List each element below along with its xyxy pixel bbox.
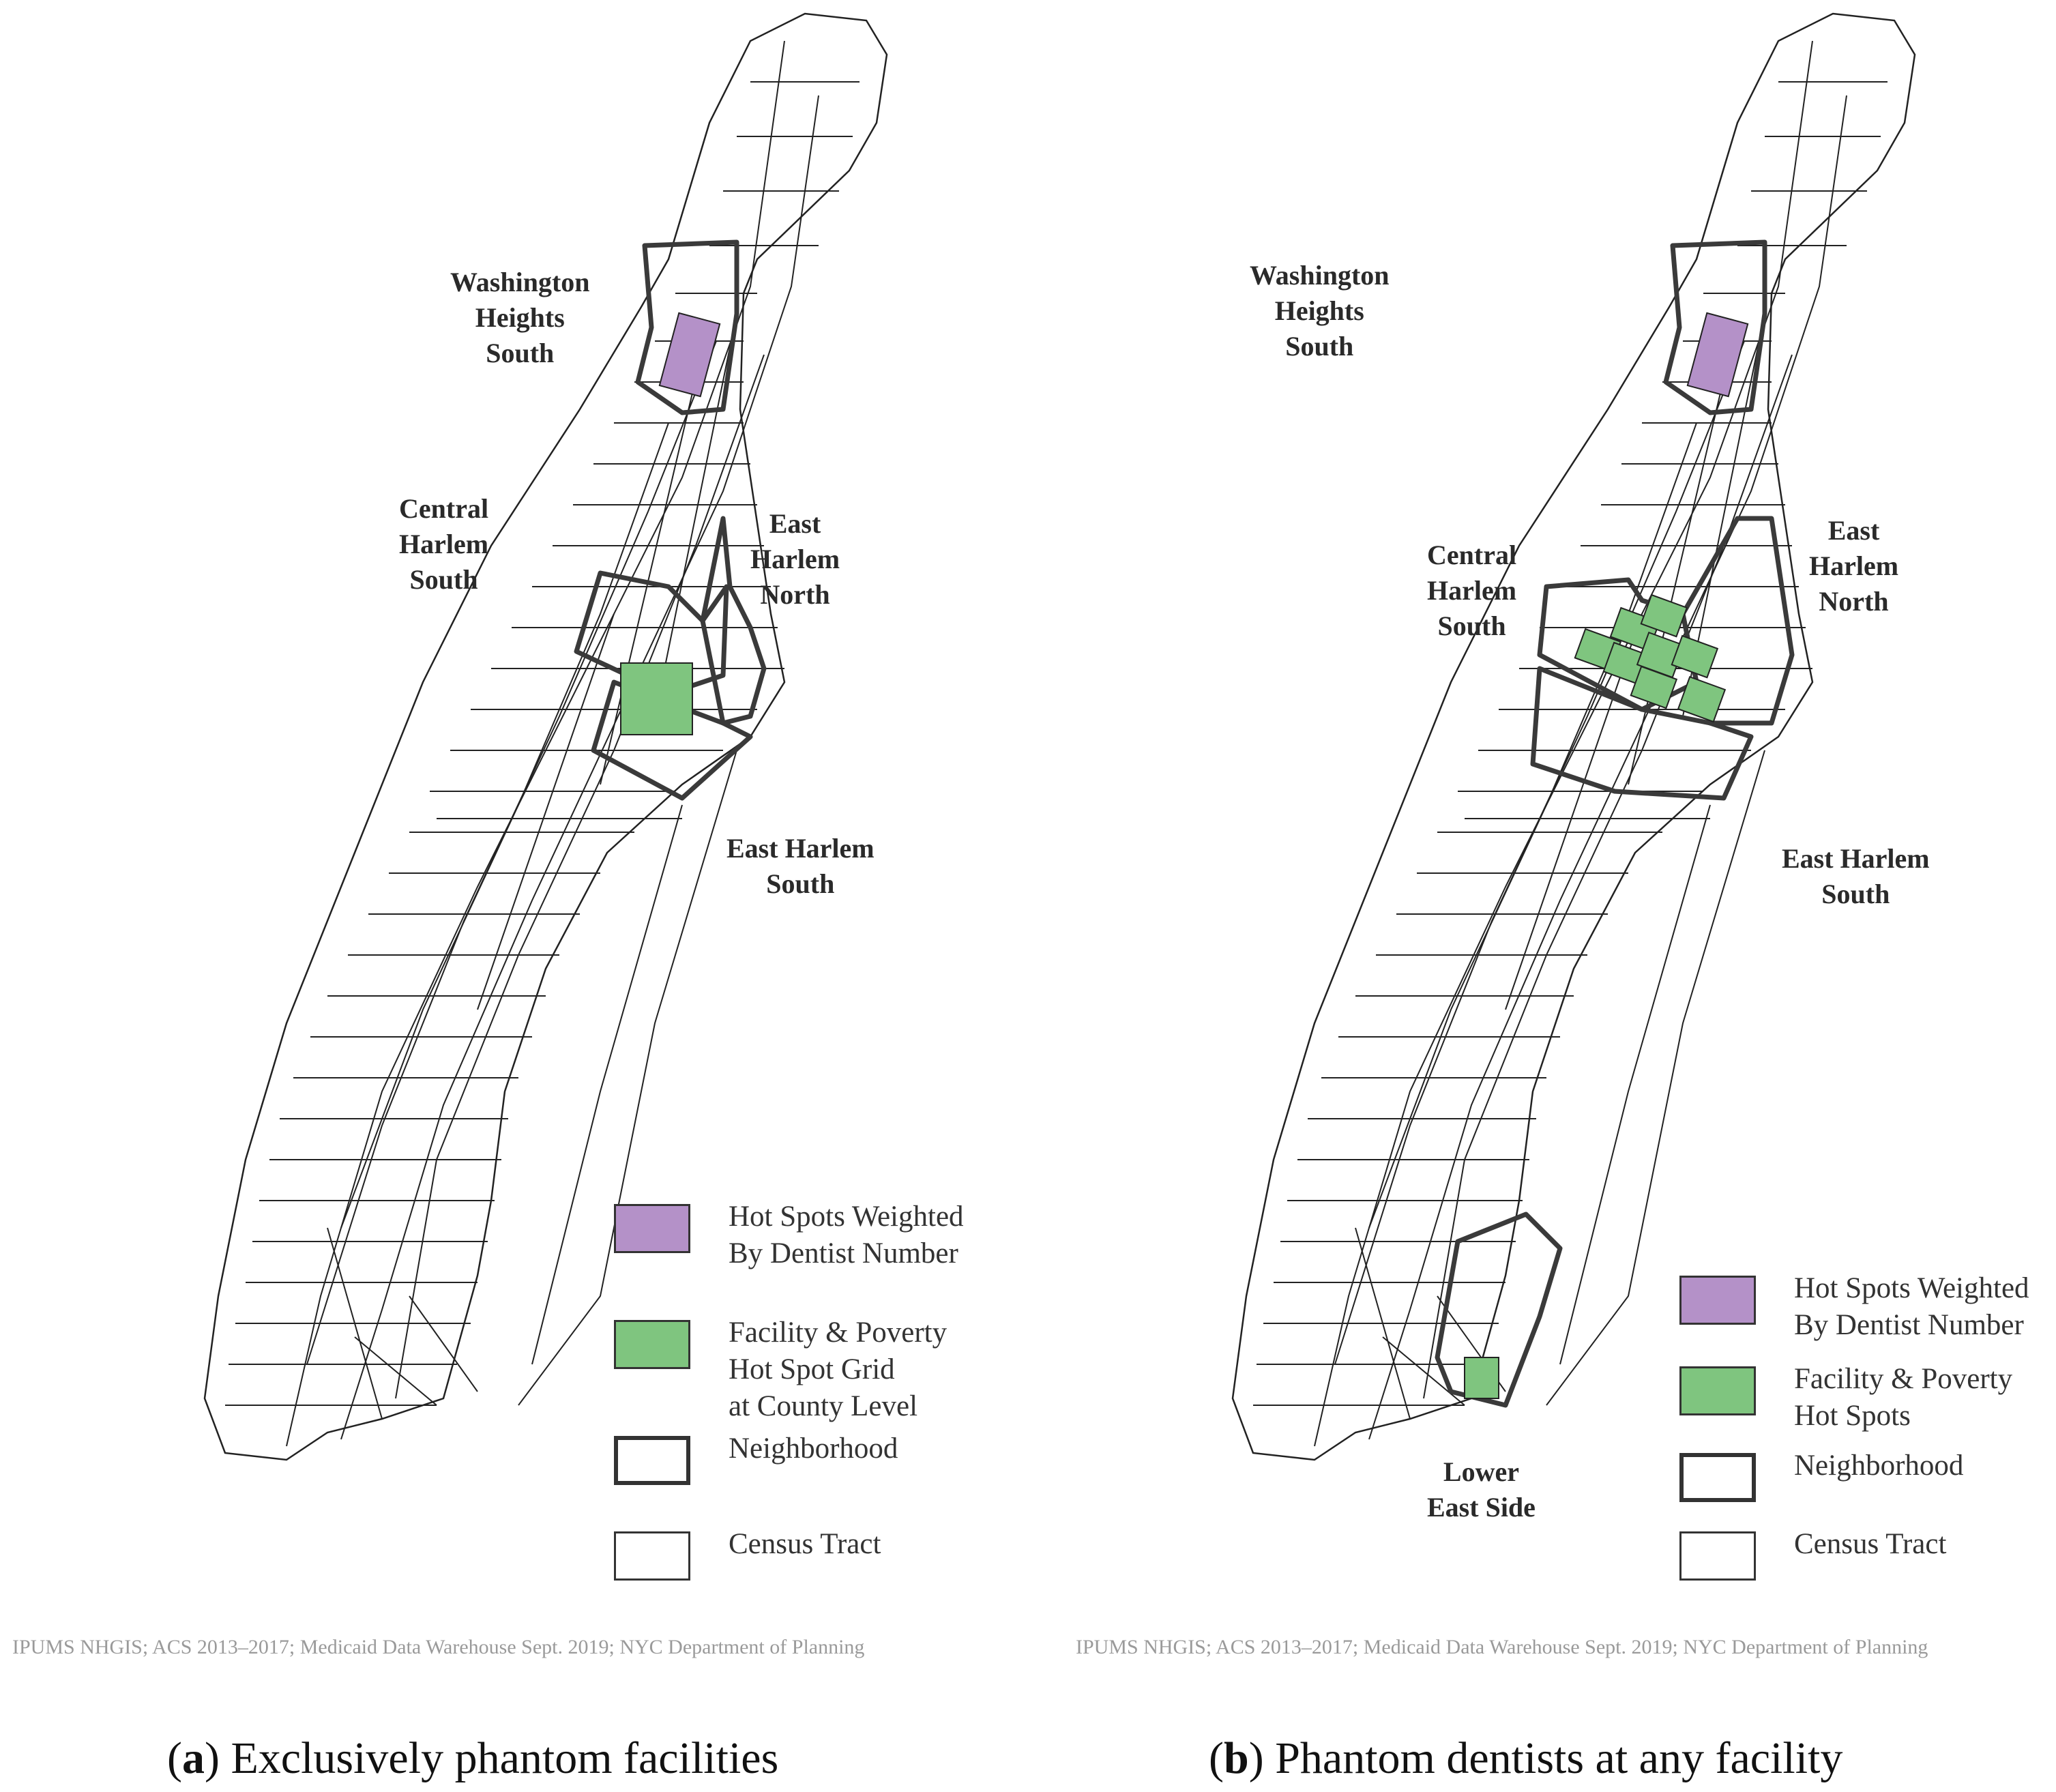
thick-outline-swatch-icon [1679,1453,1756,1502]
washington-heights-south-outline [635,239,739,415]
east-harlem-north-outline [700,516,767,726]
hot-spot-dentist-cell [1686,312,1749,398]
legend-item-dentist-hot-spots: Hot Spots Weighted By Dentist Number [614,1201,964,1272]
label-central-harlem-south: Central Harlem South [399,493,489,595]
green-swatch-icon [1679,1366,1756,1415]
label-central-harlem-south: Central Harlem South [1427,540,1517,641]
legend-item-facility-hot-spots: Facility & Poverty Hot Spots [1679,1363,2012,1435]
legend-item-neighborhood: Neighborhood [1679,1450,1963,1502]
hot-spot-facility-cell [620,662,693,735]
panel-a: Washington Heights South Central Harlem … [12,12,964,1783]
east-harlem-south-outline [1530,666,1754,801]
manhattan-map-b [1231,12,1916,1461]
panel-b: Washington Heights South Central Harlem … [1028,0,2056,1792]
green-swatch-icon [614,1320,690,1369]
legend-item-facility-hot-spots: Facility & Poverty Hot Spot Grid at Coun… [614,1317,947,1425]
purple-swatch-icon [1679,1276,1756,1325]
east-harlem-south-outline [591,679,753,801]
caption-a: (a) Exclusively phantom facilities [167,1733,779,1783]
source-note-b: IPUMS NHGIS; ACS 2013–2017; Medicaid Dat… [1076,1636,1928,1658]
thick-outline-swatch-icon [614,1436,690,1485]
legend-item-census-tract: Census Tract [614,1528,881,1581]
thin-outline-swatch-icon [614,1531,690,1581]
legend-item-neighborhood: Neighborhood [614,1433,898,1485]
label-east-harlem-south: East Harlem South [726,833,875,899]
label-lower-east-side: Lower East Side [1427,1456,1536,1523]
label-washington-heights-south: Washington Heights South [1250,260,1390,362]
label-east-harlem-south: East Harlem South [1782,843,1930,909]
hot-spot-dentist-cell [658,312,721,398]
caption-b: (b) Phantom dentists at any facility [1209,1733,1843,1783]
neighborhood-outlines [574,239,767,801]
legend-item-census-tract: Census Tract [1679,1528,1946,1581]
manhattan-map-a [203,12,888,1461]
census-tract-lines [225,40,860,1447]
purple-swatch-icon [614,1204,690,1253]
hot-spot-facility-cells [1464,593,1727,1399]
label-washington-heights-south: Washington Heights South [450,267,590,368]
washington-heights-south-outline [1663,239,1767,415]
label-east-harlem-north: East Harlem North [750,508,840,610]
census-tract-lines [1253,40,1888,1447]
thin-outline-swatch-icon [1679,1531,1756,1581]
legend-item-dentist-hot-spots: Hot Spots Weighted By Dentist Number [1679,1272,2029,1344]
manhattan-outline [1231,12,1916,1461]
lower-east-side-outline [1435,1211,1563,1408]
central-harlem-south-outline [574,570,729,692]
label-east-harlem-north: East Harlem North [1809,515,1899,617]
source-note-a: IPUMS NHGIS; ACS 2013–2017; Medicaid Dat… [12,1636,865,1658]
